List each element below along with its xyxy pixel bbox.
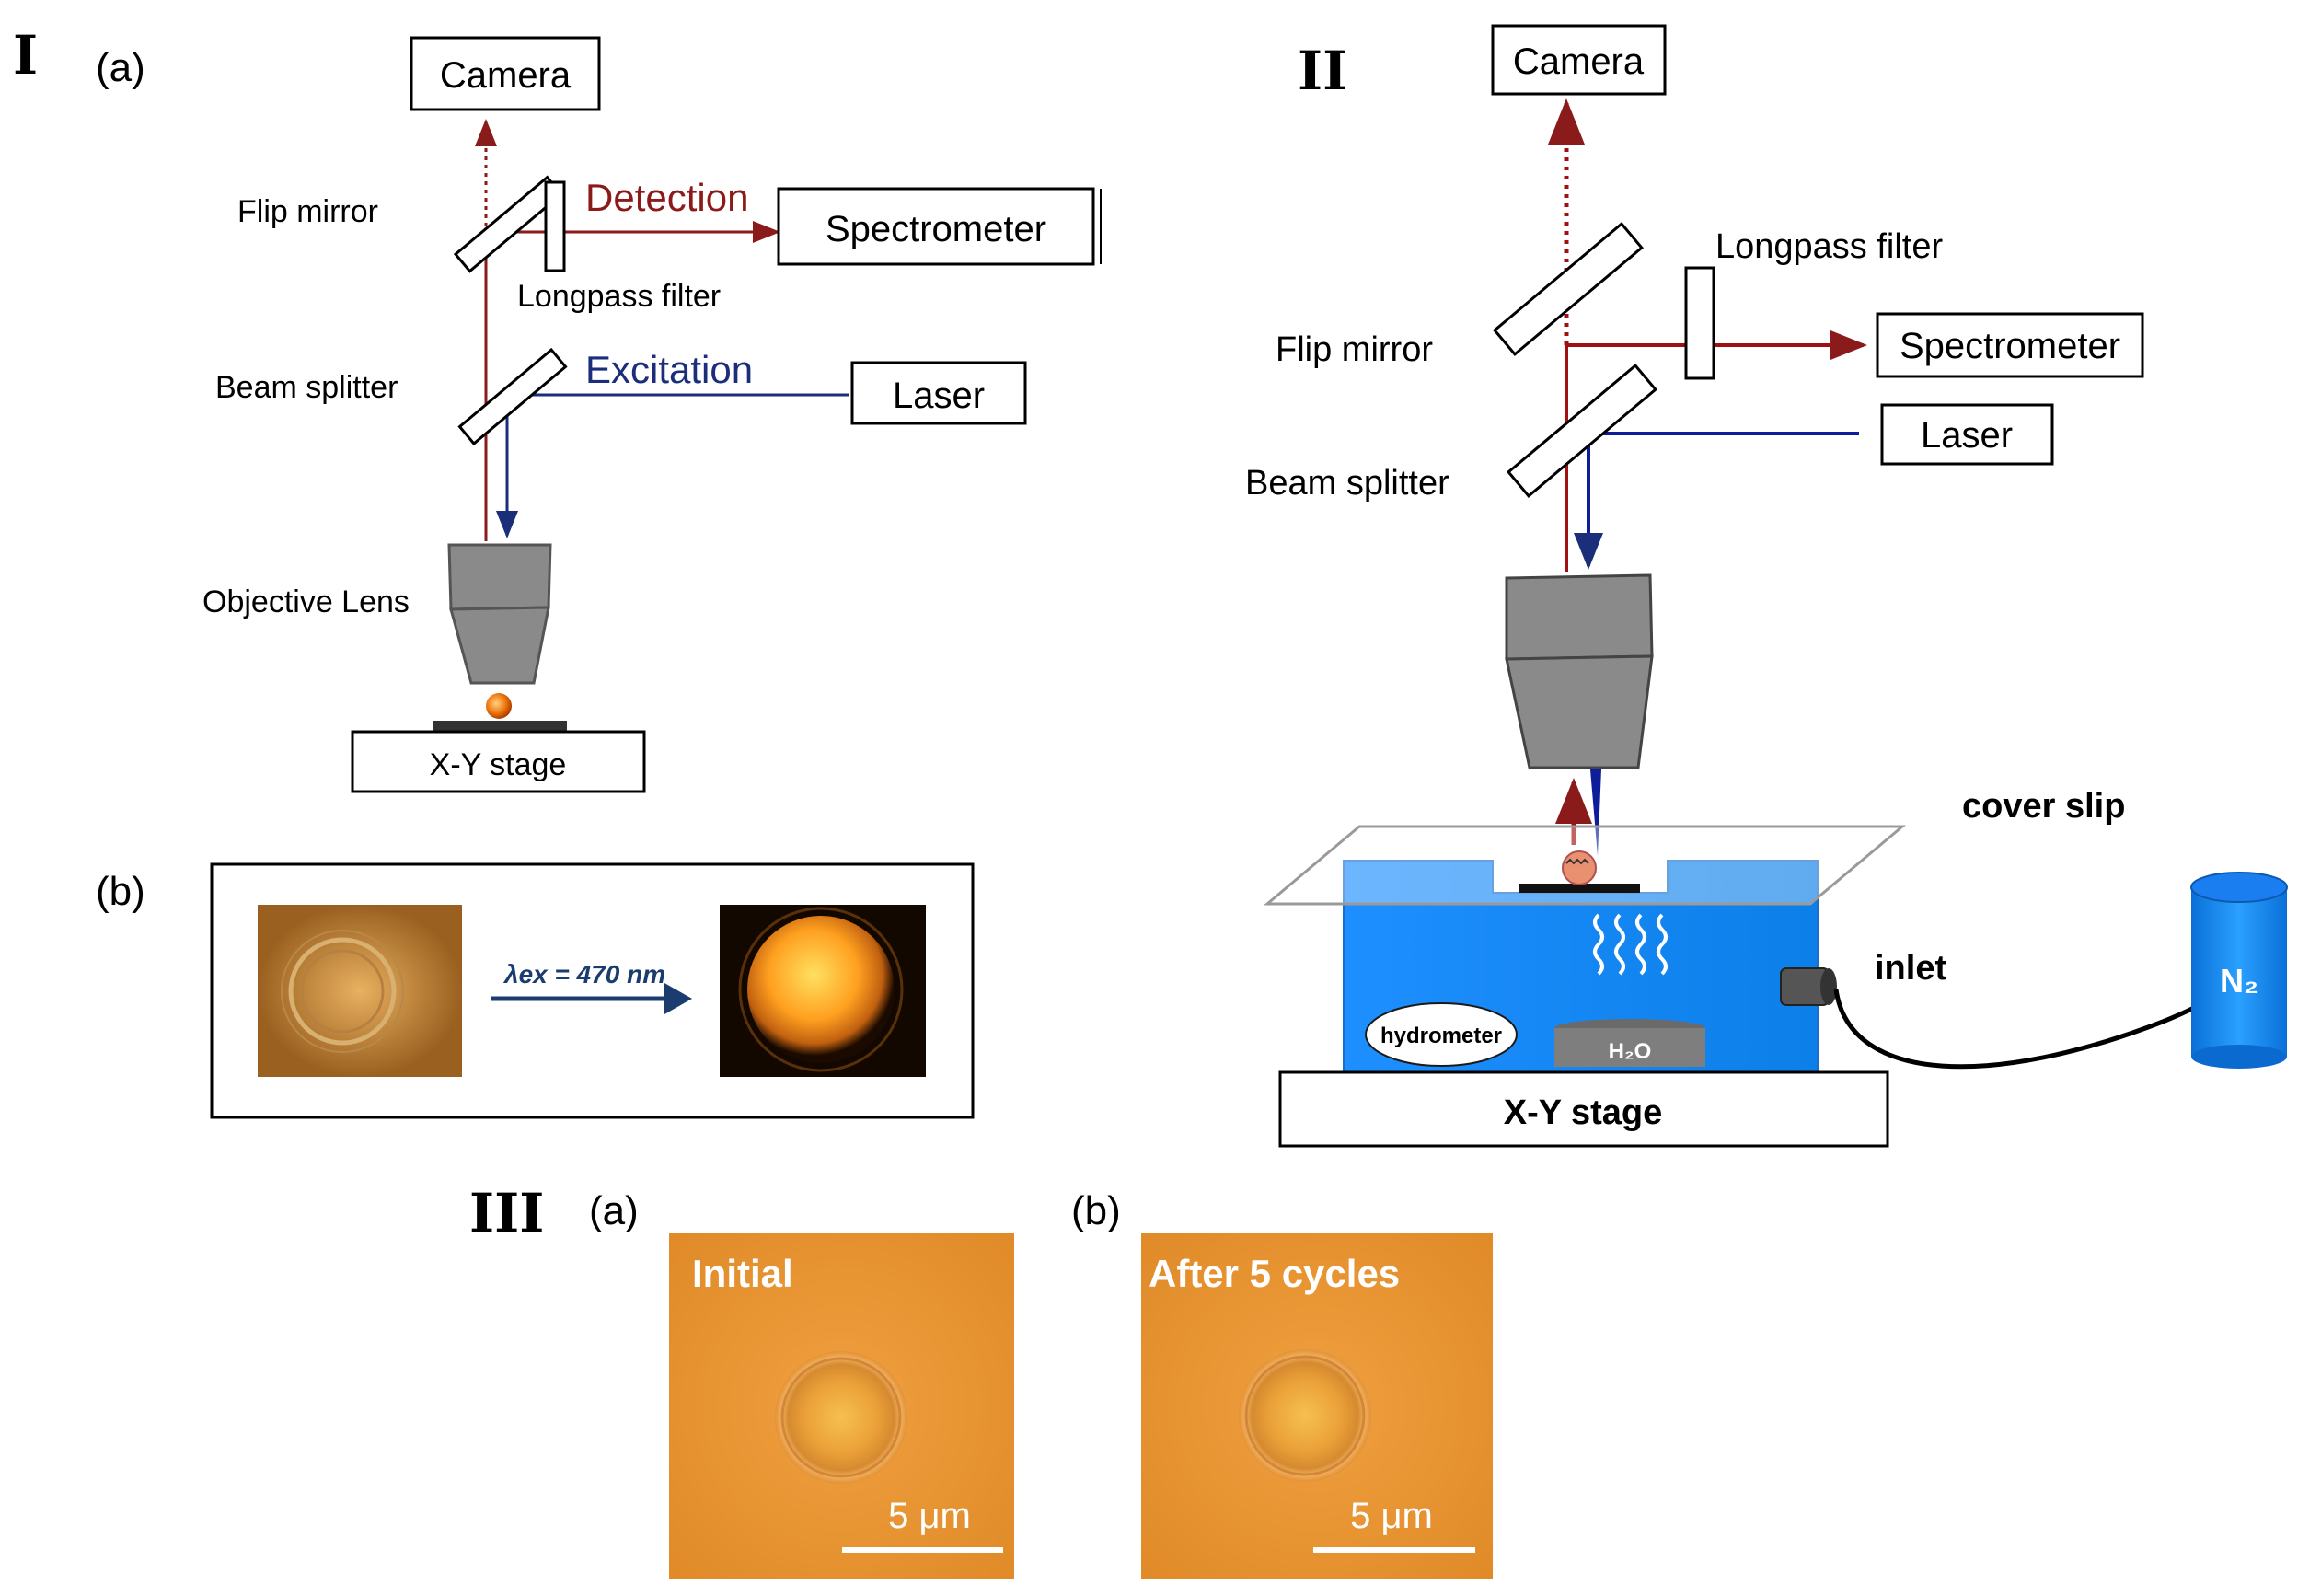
camera-label-II: Camera [1513, 41, 1645, 82]
brightfield-ring-halo [281, 930, 404, 1053]
excitation-wavelength-label: λex = 470 nm [502, 960, 665, 989]
panel-I-numeral: I [13, 24, 38, 87]
n2-cylinder-body [2191, 887, 2287, 1057]
droplet-ring-after [1244, 1355, 1366, 1476]
objective-lens-label: Objective Lens [202, 584, 410, 619]
flip-mirror-label-II: Flip mirror [1276, 330, 1433, 369]
objective-lens-upper-II [1505, 573, 1654, 661]
brightfield-ring-outer [288, 937, 397, 1046]
water-dish [1554, 1028, 1705, 1067]
scale-label-initial: 5 μm [888, 1496, 971, 1536]
camera-label-I: Camera [440, 55, 572, 96]
longpass-filter-label-I: Longpass filter [517, 279, 721, 314]
xy-stage-label-II: X-Y stage [1504, 1093, 1662, 1132]
inlet-label: inlet [1875, 949, 1946, 988]
scale-label-after: 5 μm [1350, 1496, 1433, 1536]
hydrometer-label: hydrometer [1380, 1024, 1502, 1048]
panel-III-a-label: (a) [589, 1188, 639, 1233]
laser-box-I [850, 361, 1027, 425]
beam-splitter-label-II: Beam splitter [1245, 464, 1449, 503]
objective-lens-lower-II [1505, 654, 1654, 769]
n2-cylinder-bottom [2191, 1045, 2287, 1069]
vapor-wave-2 [1614, 913, 1625, 976]
panel-III-b-label: (b) [1071, 1188, 1121, 1233]
sample-wave-II [1565, 858, 1589, 865]
droplet-initial [775, 1351, 907, 1484]
vapor-wave-4 [1657, 913, 1668, 976]
droplet-ring-initial [780, 1357, 902, 1478]
brightfield-ring-inner [300, 949, 385, 1034]
fluorescence-halo [738, 907, 904, 1072]
spectrometer-box-I [777, 187, 1095, 266]
xy-stage-box-I [351, 730, 646, 793]
xy-stage-box-II [1278, 1070, 1889, 1148]
fluorescence-sphere [747, 916, 895, 1063]
initial-label: Initial [692, 1252, 793, 1295]
sample-sphere-I [486, 693, 512, 719]
sample-holder-I [433, 721, 567, 732]
excitation-arrow-head [664, 983, 692, 1014]
longpass-filter-II [1684, 266, 1715, 380]
panel-I-a-label: (a) [96, 45, 145, 90]
xy-stage-label-I: X-Y stage [430, 747, 567, 782]
panel-I-b-label: (b) [96, 869, 145, 914]
spectrometer-label-I: Spectrometer [826, 209, 1046, 249]
excitation-label: Excitation [585, 348, 753, 391]
objective-lens-lower-I [449, 606, 550, 685]
inlet-opening [1820, 968, 1837, 1005]
droplet-after [1239, 1349, 1371, 1482]
sample-sphere-II [1562, 850, 1597, 885]
longpass-filter-I [544, 180, 566, 272]
flip-mirror-label-I: Flip mirror [237, 194, 378, 229]
spectrometer-label-II: Spectrometer [1900, 326, 2120, 366]
longpass-filter-label-II: Longpass filter [1715, 227, 1943, 266]
camera-box-I [410, 36, 601, 111]
panel-II-numeral: II [1298, 40, 1347, 102]
camera-box-II [1491, 24, 1667, 96]
vapor-wave-1 [1593, 913, 1604, 976]
sample-substrate-II [1519, 884, 1640, 893]
n2-label: N₂ [2220, 962, 2258, 1000]
objective-lens-upper-I [447, 543, 552, 611]
laser-box-II [1880, 403, 2054, 466]
beam-splitter-I [457, 347, 568, 446]
beam-splitter-II [1507, 364, 1657, 498]
panel-III-numeral: III [469, 1182, 544, 1244]
brightfield-image [258, 905, 462, 1077]
laser-label-II: Laser [1921, 415, 2013, 456]
n2-cylinder-top [2190, 872, 2288, 903]
detection-label: Detection [585, 176, 748, 219]
excitation-focus-cone-II [1590, 769, 1601, 856]
cover-slip-label: cover slip [1962, 787, 2125, 826]
laser-label-I: Laser [893, 376, 985, 416]
hydrometer [1365, 1002, 1518, 1067]
beam-splitter-label-I: Beam splitter [215, 370, 398, 405]
after-cycles-label: After 5 cycles [1149, 1252, 1400, 1295]
flip-mirror-II [1493, 222, 1644, 356]
spectrometer-box-II [1876, 312, 2144, 378]
water-label: H₂O [1609, 1039, 1652, 1064]
vapor-wave-3 [1635, 913, 1646, 976]
